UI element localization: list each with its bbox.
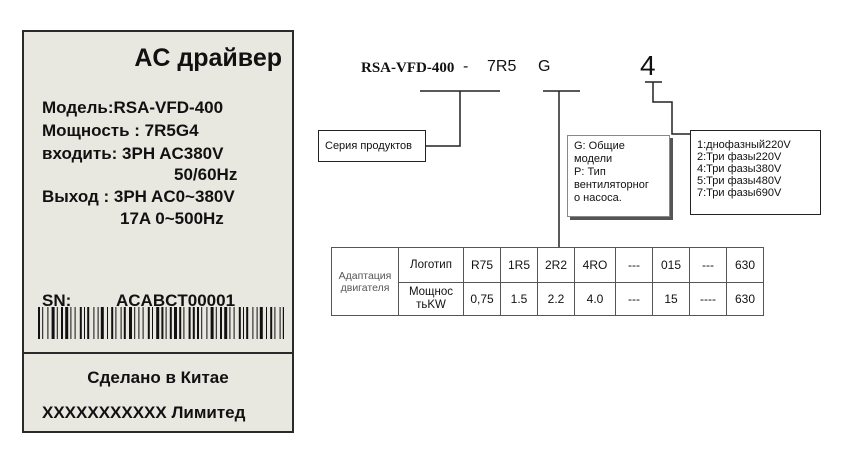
table-cell: 630 [726,282,764,316]
voltage-callout-line: 5:Три фазы480V [697,175,782,187]
voltage-connector [652,82,690,135]
table-cell: 0,75 [463,282,501,316]
nameplate-title: AC драйвер [134,44,282,72]
code-power: 7R5 [487,58,517,75]
nameplate-label: AC драйвер Модель:RSA-VFD-400 Мощность :… [22,30,294,433]
type-callout-line: G: Общие [574,140,625,152]
table-row: Адаптация двигателя Логотип R75 1R5 2R2 … [331,247,764,316]
voltage-callout-line: 4:Три фазы380V [697,163,782,175]
table-cell: 630 [726,247,764,283]
input-line: входить: 3PH AC380V [42,144,224,163]
table-label-power: Мощнос тьKW [398,282,464,316]
origin-text: Сделано в Китае [87,368,229,387]
table-cell: 15 [652,282,690,316]
table-cell: R75 [463,247,501,283]
type-callout-line: о насоса. [574,192,622,204]
table-cell: 4.0 [574,282,616,316]
voltage-callout-line: 1:днофазный220V [697,139,791,151]
voltage-callout: 1:днофазный220V 2:Три фазы220V 4:Три фаз… [690,130,821,215]
voltage-callout-line: 2:Три фазы220V [697,151,782,163]
table-cell: 2.2 [537,282,575,316]
series-callout: Серия продуктов [318,130,426,162]
type-callout: G: Общие модели P: Тип вентиляторног о н… [567,135,670,217]
nameplate-divider [24,352,292,354]
table-row-header: Адаптация двигателя [331,247,399,316]
voltage-callout-line: 7:Три фазы690V [697,187,782,199]
model-line: Модель:RSA-VFD-400 [42,98,224,117]
model-code: RSA-VFD-400 - 7R5 G 4 [0,50,844,88]
table-cell: 4RO [574,247,616,283]
motor-adaptation-table: Адаптация двигателя Логотип R75 1R5 2R2 … [331,247,764,316]
table-cell: 015 [652,247,690,283]
table-cell: --- [689,247,727,283]
type-callout-line: модели [574,153,613,165]
table-label-code: Логотип [398,247,464,283]
sn-value: ACABCT00001 [116,291,236,310]
output-current-frequency: 17A 0~500Hz [120,209,224,228]
type-callout-line: вентиляторног [574,179,649,191]
sn-label: SN: [42,291,72,310]
table-cell: 2R2 [537,247,575,283]
power-line: Мощность : 7R5G4 [42,121,199,140]
input-frequency: 50/60Hz [174,165,238,184]
manufacturer-text: ХХХХХХХХХХХ Лимитед [42,403,246,422]
code-series: RSA-VFD-400 [361,60,455,76]
type-callout-line: P: Тип [574,166,606,178]
series-connector [426,91,461,147]
table-cell: 1.5 [500,282,538,316]
table-cell: ---- [689,282,727,316]
code-type: G [538,58,551,75]
code-voltage: 4 [640,50,656,81]
table-row: Мощнос тьKW 0,75 1.5 2.2 4.0 --- 15 ----… [332,282,764,316]
barcode-image [38,307,284,339]
table-cell: 1R5 [500,247,538,283]
code-dash: - [463,58,469,75]
output-line: Выход : 3PH AC0~380V [42,187,235,206]
table-cell: --- [615,282,653,316]
table-cell: --- [615,247,653,283]
